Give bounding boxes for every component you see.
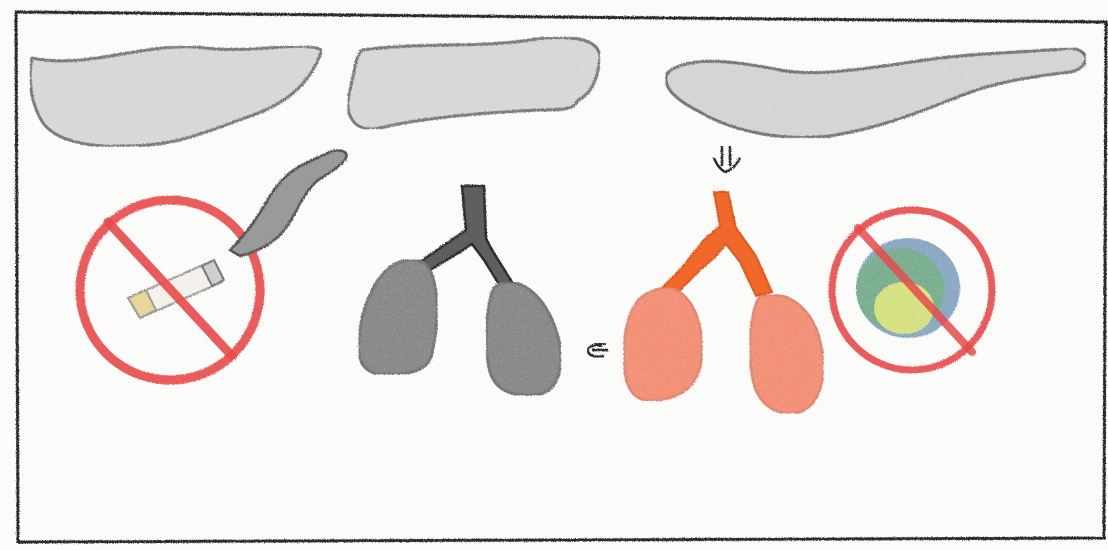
drawing-canvas	[0, 0, 1108, 550]
